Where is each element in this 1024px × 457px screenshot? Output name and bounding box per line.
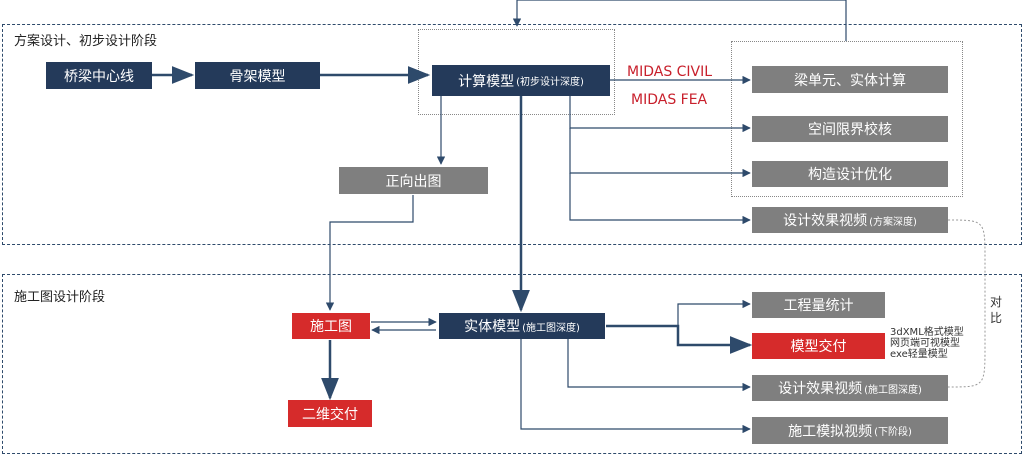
feedback-loop-line bbox=[512, 0, 847, 41]
effect-video-construction-depth: (施工图深度) bbox=[864, 384, 922, 396]
construction-sim-video-box: 施工模拟视频 (下阶段) bbox=[752, 417, 948, 444]
effect-video-construction-box: 设计效果视频 (施工图深度) bbox=[752, 375, 948, 401]
software-midas-fea: MIDAS FEA bbox=[631, 92, 708, 108]
two-d-delivery-box: 二维交付 bbox=[288, 400, 372, 427]
clearance-check-box: 空间限界校核 bbox=[752, 116, 948, 142]
arrow-solid-sim bbox=[520, 338, 751, 434]
effect-video-construction-label: 设计效果视频 bbox=[778, 381, 863, 397]
construction-sim-video-label: 施工模拟视频 bbox=[788, 423, 873, 440]
calc-model-depth: (初步设计深度) bbox=[516, 77, 584, 88]
arrow-calc-structure bbox=[569, 128, 751, 178]
compare-label: 对 比 bbox=[989, 294, 1003, 326]
delivery-format-3dxml: 3dXML格式模型 bbox=[890, 327, 964, 338]
design-stage-zone bbox=[2, 24, 1022, 245]
model-delivery-box: 模型交付 bbox=[752, 333, 885, 359]
calc-model-label: 计算模型 bbox=[458, 73, 515, 90]
solid-model-box: 实体模型 (施工图深度) bbox=[439, 313, 605, 339]
arrow-calc-video bbox=[569, 173, 751, 225]
calc-model-box: 计算模型 (初步设计深度) bbox=[432, 65, 610, 96]
compare-bracket bbox=[947, 219, 986, 388]
delivery-format-web: 网页端可视模型 bbox=[890, 338, 960, 349]
arrow-solid-quantity bbox=[677, 299, 751, 326]
design-stage-label: 方案设计、初步设计阶段 bbox=[14, 34, 158, 49]
solid-model-label: 实体模型 bbox=[464, 319, 521, 335]
construction-sim-video-stage: (下阶段) bbox=[874, 427, 912, 438]
compare-char-1: 对 bbox=[989, 295, 1002, 309]
structure-opt-box: 构造设计优化 bbox=[752, 161, 948, 187]
construction-drawing-box: 施工图 bbox=[292, 313, 370, 339]
forward-drawing-box: 正向出图 bbox=[339, 167, 488, 194]
arrow-solid-video bbox=[567, 338, 751, 392]
effect-video-scheme-label: 设计效果视频 bbox=[783, 213, 868, 229]
effect-video-scheme-box: 设计效果视频 (方案深度) bbox=[752, 207, 948, 233]
arrow-forward-construction bbox=[325, 195, 414, 311]
beam-solid-calc-box: 梁单元、实体计算 bbox=[752, 66, 948, 93]
quantity-stats-box: 工程量统计 bbox=[752, 292, 885, 318]
construction-stage-label: 施工图设计阶段 bbox=[14, 290, 106, 305]
skeleton-model-box: 骨架模型 bbox=[195, 62, 320, 89]
calc-results-group bbox=[731, 41, 963, 197]
bridge-centerline-box: 桥梁中心线 bbox=[46, 62, 152, 89]
delivery-format-exe: exe轻量模型 bbox=[890, 349, 948, 360]
software-midas-civil: MIDAS CIVIL bbox=[627, 64, 713, 80]
construction-stage-zone bbox=[2, 274, 1022, 454]
compare-char-2: 比 bbox=[989, 311, 1002, 325]
delivery-formats-list: 3dXML格式模型 网页端可视模型 exe轻量模型 bbox=[890, 327, 964, 360]
arrow-solid-delivery bbox=[606, 324, 753, 354]
solid-model-depth: (施工图深度) bbox=[522, 322, 580, 334]
effect-video-scheme-depth: (方案深度) bbox=[869, 216, 917, 228]
